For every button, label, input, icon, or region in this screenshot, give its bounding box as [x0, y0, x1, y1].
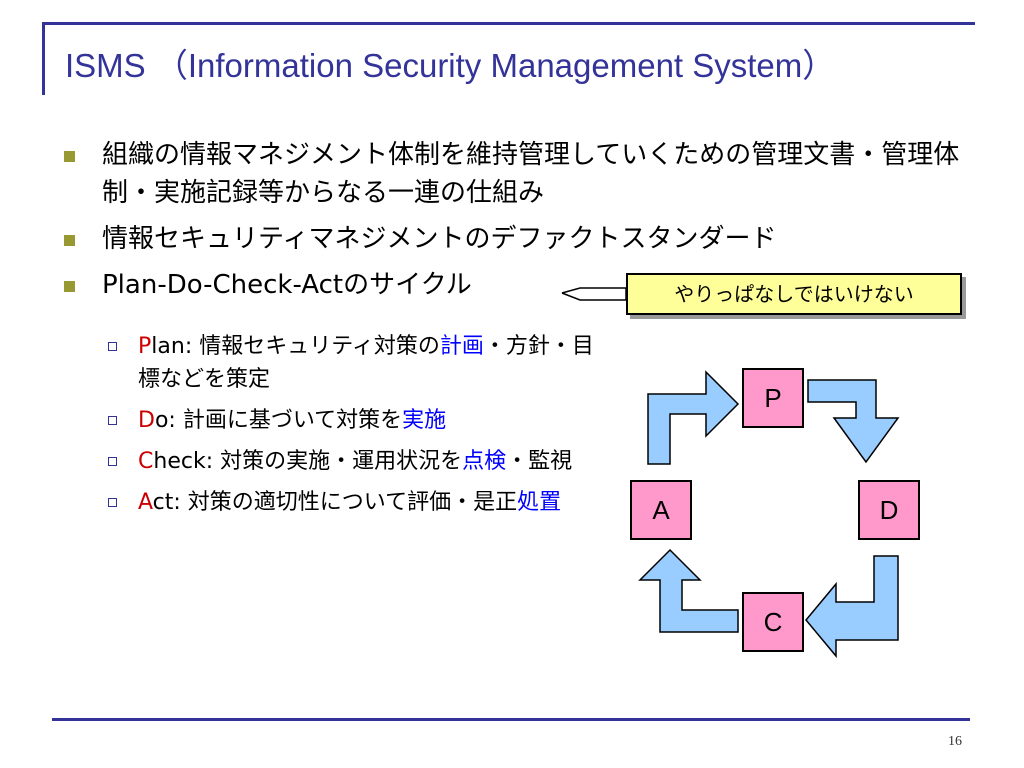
- sub-bullet-list: Plan: 情報セキュリティ対策の計画・方針・目標などを策定 Do: 計画に基づ…: [104, 330, 604, 527]
- do-highlight: 実施: [402, 408, 447, 433]
- bullet-item: Plan-Do-Check-Actのサイクル: [58, 266, 968, 304]
- act-highlight: 処置: [517, 490, 562, 515]
- callout-box: やりっぱなしではいけない: [626, 273, 962, 315]
- hollow-square-bullet-icon: [108, 416, 117, 425]
- cycle-box-do: D: [858, 480, 920, 540]
- square-bullet-icon: [64, 235, 75, 246]
- plan-text: lan: 情報セキュリティ対策の: [151, 334, 440, 359]
- arrow-d-to-c-icon: [805, 555, 899, 659]
- do-text: o: 計画に基づいて対策を: [154, 408, 403, 433]
- arrow-p-to-d-icon: [807, 379, 900, 464]
- check-initial: C: [138, 449, 154, 474]
- arrow-c-to-a-icon: [638, 548, 739, 633]
- bullet-list: 組織の情報マネジメント体制を維持管理していくための管理文書・管理体制・実施記録等…: [58, 136, 968, 312]
- do-initial: D: [138, 408, 155, 433]
- act-initial: A: [138, 490, 153, 515]
- cycle-box-plan: P: [742, 368, 804, 428]
- sub-item-act: Act: 対策の適切性について評価・是正処置: [104, 486, 604, 519]
- hollow-square-bullet-icon: [108, 457, 117, 466]
- slide-title: ISMS （Information Security Management Sy…: [65, 47, 836, 84]
- title-bar: ISMS （Information Security Management Sy…: [42, 22, 975, 95]
- check-highlight: 点検: [462, 449, 507, 474]
- arrow-a-to-p-icon: [647, 370, 740, 465]
- bullet-item: 組織の情報マネジメント体制を維持管理していくための管理文書・管理体制・実施記録等…: [58, 136, 968, 212]
- sub-item-plan: Plan: 情報セキュリティ対策の計画・方針・目標などを策定: [104, 330, 604, 396]
- sub-item-check: Check: 対策の実施・運用状況を点検・監視: [104, 445, 604, 478]
- cycle-box-act: A: [630, 480, 692, 540]
- check-text-end: ・監視: [506, 449, 573, 474]
- page-number: 16: [948, 734, 962, 749]
- square-bullet-icon: [64, 281, 75, 292]
- plan-highlight: 計画: [439, 334, 484, 359]
- check-text: heck: 対策の実施・運用状況を: [153, 449, 463, 474]
- bullet-item: 情報セキュリティマネジメントのデファクトスタンダード: [58, 220, 968, 258]
- hollow-square-bullet-icon: [108, 342, 117, 351]
- plan-initial: P: [138, 334, 152, 359]
- footer-divider: [52, 718, 970, 721]
- act-text: ct: 対策の適切性について評価・是正: [152, 490, 518, 515]
- plan-text-end: ・方針・目標などを策定: [138, 334, 594, 392]
- cycle-box-check: C: [742, 592, 804, 652]
- sub-item-do: Do: 計画に基づいて対策を実施: [104, 404, 604, 437]
- bullet-text: 組織の情報マネジメント体制を維持管理していくための管理文書・管理体制・実施記録等…: [102, 140, 960, 208]
- bullet-text: 情報セキュリティマネジメントのデファクトスタンダード: [102, 224, 777, 254]
- bullet-text: Plan-Do-Check-Actのサイクル: [102, 270, 472, 300]
- hollow-square-bullet-icon: [108, 498, 117, 507]
- square-bullet-icon: [64, 151, 75, 162]
